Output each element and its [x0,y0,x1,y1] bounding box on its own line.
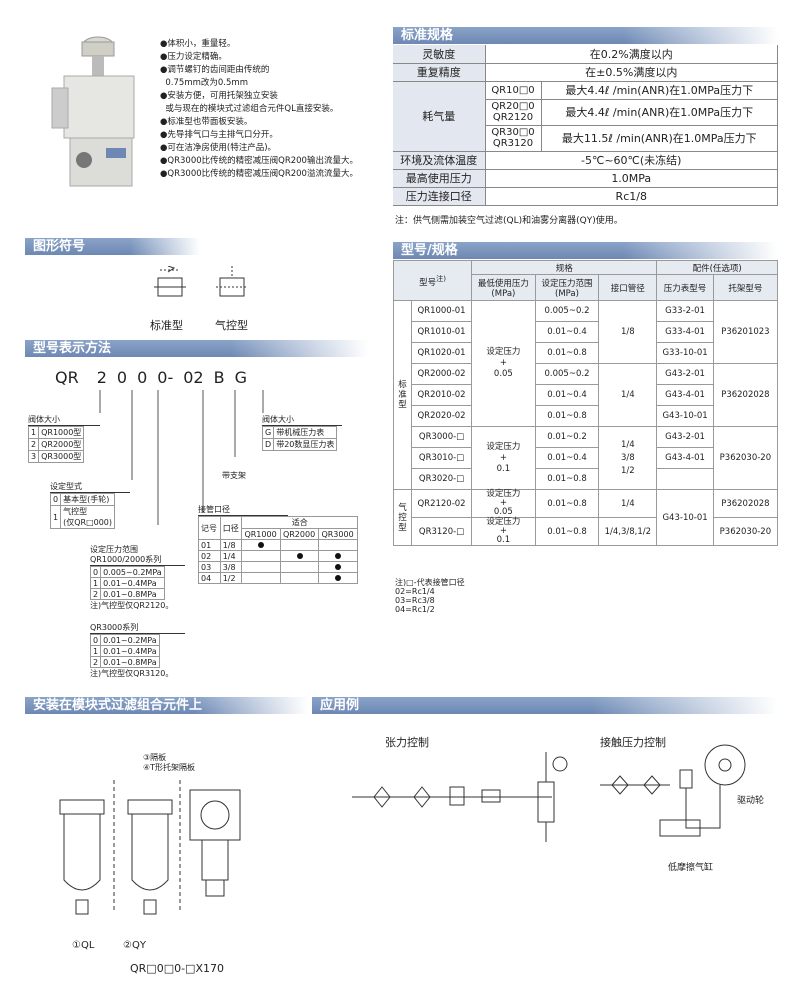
spec-row: 环境及流体温度-5℃~60℃(未冻结) [393,151,778,170]
spec-row: 灵敏度在0.2%满度以内 [393,45,778,64]
feature-item: ●QR3000比传统的精密减压阀QR200溢流流量大。 [160,169,358,179]
mount-drawing [59,780,241,915]
standard-label: 标准型 [150,319,183,332]
code-part: 02 [183,368,204,387]
model-note: 02=Rc1/4 [395,587,435,596]
code-part: B [213,368,225,387]
code-part: G [234,368,247,387]
standard-symbol-icon [154,266,186,297]
model-row: QR3020-□0.01~0.8 [394,468,778,490]
model-table: 型号注)规格配件(任选项) 最低使用压力(MPa)设定压力范围(MPa)接口管径… [392,260,779,546]
model-note: 04=Rc1/2 [395,605,435,614]
mount-code: QR□0□0-□X170 [130,962,224,975]
tension-label: 张力控制 [385,736,429,749]
code-part: 2 [96,368,107,387]
feature-item: ●调节螺钉的齿间距由传统的 [160,65,270,75]
drive-wheel-label: 驱动轮 [737,796,765,806]
contact-label: 接触压力控制 [600,736,666,749]
code-part: 0 [137,368,148,387]
code-part: 0 [116,368,128,387]
pilot-symbol-icon [216,266,248,297]
cylinder-label: 低摩擦气缸 [668,863,714,873]
mount-title: 安装在模块式过滤组合元件上 [25,697,308,714]
label-partition: ③隔板 [143,753,167,762]
feature-item: ●先导排气口与主排气口分开。 [160,130,278,140]
feature-item: 或与现在的模块式过滤组合元件QL直接安装。 [160,104,339,114]
tension-diagram [352,752,568,842]
spec-title: 标准规格 [393,27,778,44]
feature-item: ●体积小，重量轻。 [160,39,236,49]
product-image [46,28,156,203]
feature-list: ●体积小，重量轻。 ●压力设定精确。 ●调节螺钉的齿间距由传统的 0.75mm改为0… [160,38,390,181]
model-note: 注)□-代表接管口径 [395,578,465,587]
feature-item: ●QR3000比传统的精密减压阀QR200输出流量大。 [160,156,358,166]
label-qy: ②QY [123,940,146,951]
feature-item: ●安装方便，可用托架独立安装 [160,91,278,101]
model-note: 03=Rc3/8 [395,596,435,605]
bracket-label: 带支架 [222,471,246,480]
feature-item: ●标准型也带面板安装。 [160,117,253,127]
code-part: 0- [157,368,174,387]
app-title: 应用例 [312,697,778,714]
code-part: QR [55,368,79,387]
contact-diagram [600,744,746,837]
code-leaders [99,390,264,525]
feature-item: ●压力设定精确。 [160,52,227,62]
howto-title: 型号表示方法 [25,340,368,357]
label-ql: ①QL [72,940,95,951]
feature-item: 0.75mm改为0.5mm [160,78,248,88]
model-title: 型号/规格 [393,242,778,259]
spec-row: 重复精度在±0.5%满度以内 [393,63,778,82]
symbols-title: 图形符号 [25,238,200,255]
pilot-label: 气控型 [215,319,248,332]
label-t-bracket: ④T形托架隔板 [143,763,196,772]
spec-note: 注：供气侧需加装空气过滤(QL)和油雾分离器(QY)使用。 [395,216,623,226]
feature-item: ●可在洁净房使用(特注产品)。 [160,143,277,153]
